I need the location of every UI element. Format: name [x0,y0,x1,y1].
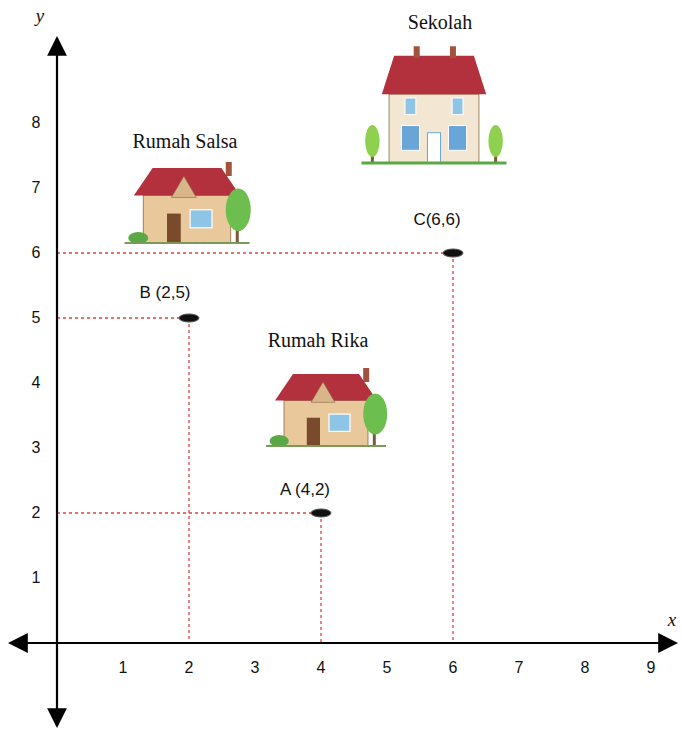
tick-label: 3 [32,439,41,457]
tick-label: 5 [383,659,392,677]
tick-label: 9 [647,659,656,677]
school-icon [362,46,507,163]
tick-label: 8 [581,659,590,677]
point-label: B (2,5) [139,284,190,303]
tick-label: 6 [32,244,41,262]
tick-label: 2 [185,659,194,677]
tick-label: 8 [32,114,41,132]
tick-label: 1 [119,659,128,677]
guide-lines [57,253,453,643]
place-name: Sekolah [408,11,472,33]
tick-label: 5 [32,309,41,327]
point-marker [311,509,331,517]
tick-label: 4 [32,374,41,392]
house-icon [266,368,387,447]
point-marker [443,249,463,257]
tick-label: 6 [449,659,458,677]
x-axis [10,642,676,644]
tick-label: 1 [32,569,41,587]
tick-label: 3 [251,659,260,677]
axis-name: y [36,6,44,27]
tick-label: 2 [32,504,41,522]
tick-label: 7 [515,659,524,677]
point-label: A (4,2) [280,481,330,500]
house-icon [125,162,251,244]
y-axis [56,38,58,726]
tick-label: 7 [32,179,41,197]
place-name: Rumah Rika [268,329,369,351]
axis-name: x [668,610,676,631]
place-name: Rumah Salsa [133,130,238,152]
tick-label: 4 [317,659,326,677]
point-marker [179,314,199,322]
point-label: C(6,6) [413,211,460,230]
